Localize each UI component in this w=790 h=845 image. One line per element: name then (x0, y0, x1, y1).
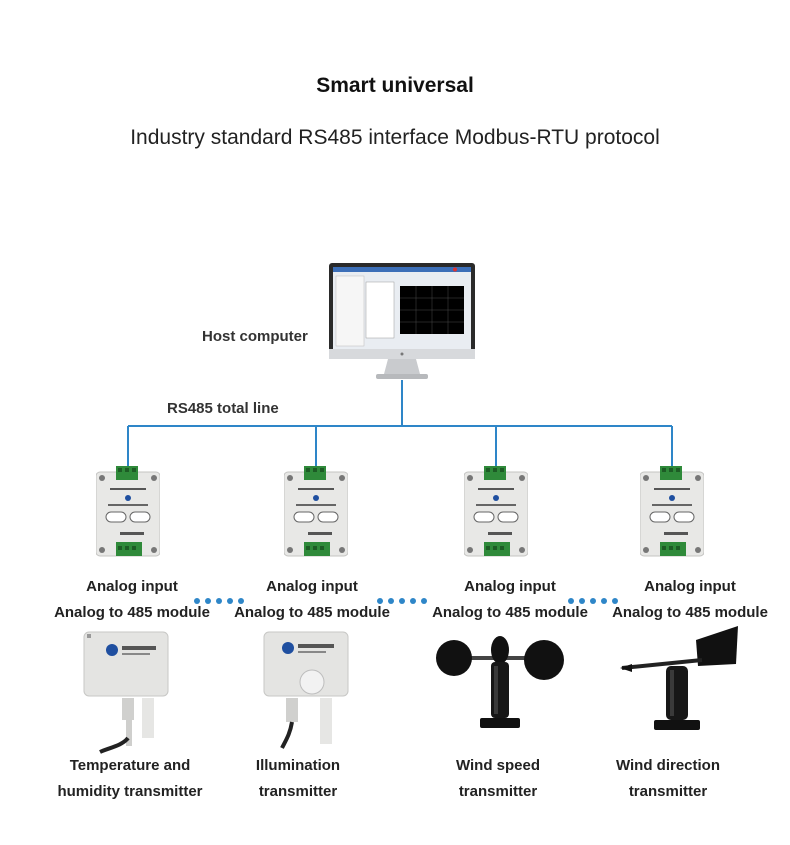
analog-to-485-module (640, 466, 704, 557)
module-label-line1: Analog input (644, 578, 736, 595)
sensor-label: Wind direction transmitter (578, 753, 758, 805)
illumination-sensor (263, 631, 349, 749)
sensor-label-line1: Wind direction (615, 757, 721, 774)
module-label-line2: Analog to 485 module (432, 604, 588, 621)
sensor-label: Illumination transmitter (208, 753, 388, 805)
wind-direction-sensor (620, 626, 738, 730)
sensor-label-line2: transmitter (628, 783, 708, 800)
module-label-line2: Analog to 485 module (54, 604, 210, 621)
sensor-label-line2: transmitter (458, 783, 538, 800)
module-label-line1: Analog input (86, 578, 178, 595)
module-label-line1: Analog input (464, 578, 556, 595)
sensor-label-line2: humidity transmitter (57, 783, 203, 800)
wind-speed-sensor (436, 636, 564, 728)
host-computer-monitor (329, 263, 475, 379)
analog-to-485-module (464, 466, 528, 557)
sensor-label-line2: transmitter (258, 783, 338, 800)
sensor-label-line1: Temperature and (69, 757, 191, 774)
page-subtitle: Industry standard RS485 interface Modbus… (130, 126, 660, 149)
rs485-bus-label: RS485 total line (167, 400, 279, 417)
sensor-label: Wind speed transmitter (408, 753, 588, 805)
sensor-label-line1: Wind speed (455, 757, 541, 774)
analog-to-485-module (284, 466, 348, 557)
sensor-label-line1: Illumination (255, 757, 341, 774)
sensor-label: Temperature and humidity transmitter (40, 753, 220, 805)
module-label-line2: Analog to 485 module (612, 604, 768, 621)
connection-dots (568, 598, 618, 604)
connection-dots (194, 598, 244, 604)
analog-to-485-module (96, 466, 160, 557)
module-label-line2: Analog to 485 module (234, 604, 390, 621)
module-label-line1: Analog input (266, 578, 358, 595)
temperature-humidity-sensor (83, 631, 169, 754)
host-computer-label: Host computer (202, 328, 308, 345)
connection-dots (377, 598, 427, 604)
page-title: Smart universal (316, 74, 474, 97)
